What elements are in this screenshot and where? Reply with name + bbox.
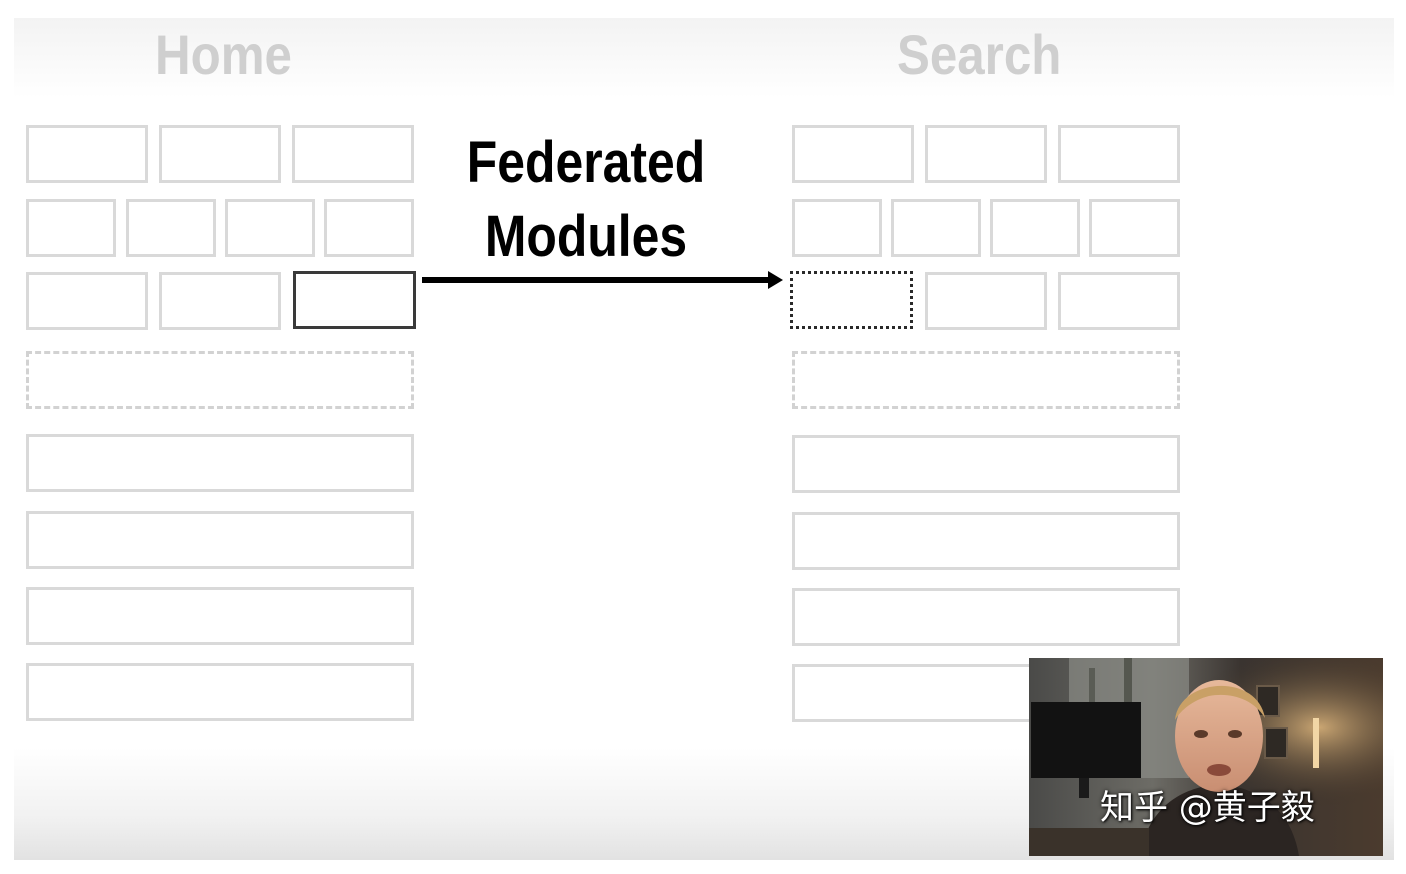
label-line-1: Federated: [466, 130, 706, 195]
presenter-video-frame: [1029, 658, 1383, 856]
home-block: [159, 272, 281, 330]
search-imported-module-slot: [790, 271, 913, 329]
home-block: [292, 125, 414, 183]
home-wide-block: [26, 511, 414, 569]
home-block: [26, 125, 148, 183]
home-block: [324, 199, 414, 257]
search-block: [792, 125, 914, 183]
search-wide-block: [792, 435, 1180, 493]
search-title: Search: [897, 23, 1062, 86]
home-block: [159, 125, 281, 183]
home-block: [26, 272, 148, 330]
search-block: [1089, 199, 1180, 257]
search-block: [1058, 272, 1180, 330]
federated-modules-label: Federated Modules: [457, 126, 715, 274]
search-block: [925, 272, 1047, 330]
home-wide-block: [26, 663, 414, 721]
search-placeholder-block: [792, 351, 1180, 409]
search-wide-block: [792, 512, 1180, 570]
home-shared-module-block: [293, 271, 416, 329]
home-wide-block: [26, 434, 414, 492]
search-wide-block: [792, 588, 1180, 646]
search-block: [891, 199, 981, 257]
arrow-head-icon: [768, 271, 783, 289]
module-share-arrow: [422, 271, 783, 289]
search-block: [792, 199, 882, 257]
search-block: [990, 199, 1080, 257]
search-block: [925, 125, 1047, 183]
home-placeholder-block: [26, 351, 414, 409]
presenter-video-overlay: [1029, 658, 1383, 856]
search-block: [1058, 125, 1180, 183]
home-block: [26, 199, 116, 257]
zhihu-watermark: 知乎 @黄子毅: [1100, 788, 1315, 828]
home-wide-block: [26, 587, 414, 645]
label-line-2: Modules: [484, 204, 688, 269]
home-title: Home: [155, 23, 292, 86]
home-block: [126, 199, 216, 257]
home-block: [225, 199, 315, 257]
